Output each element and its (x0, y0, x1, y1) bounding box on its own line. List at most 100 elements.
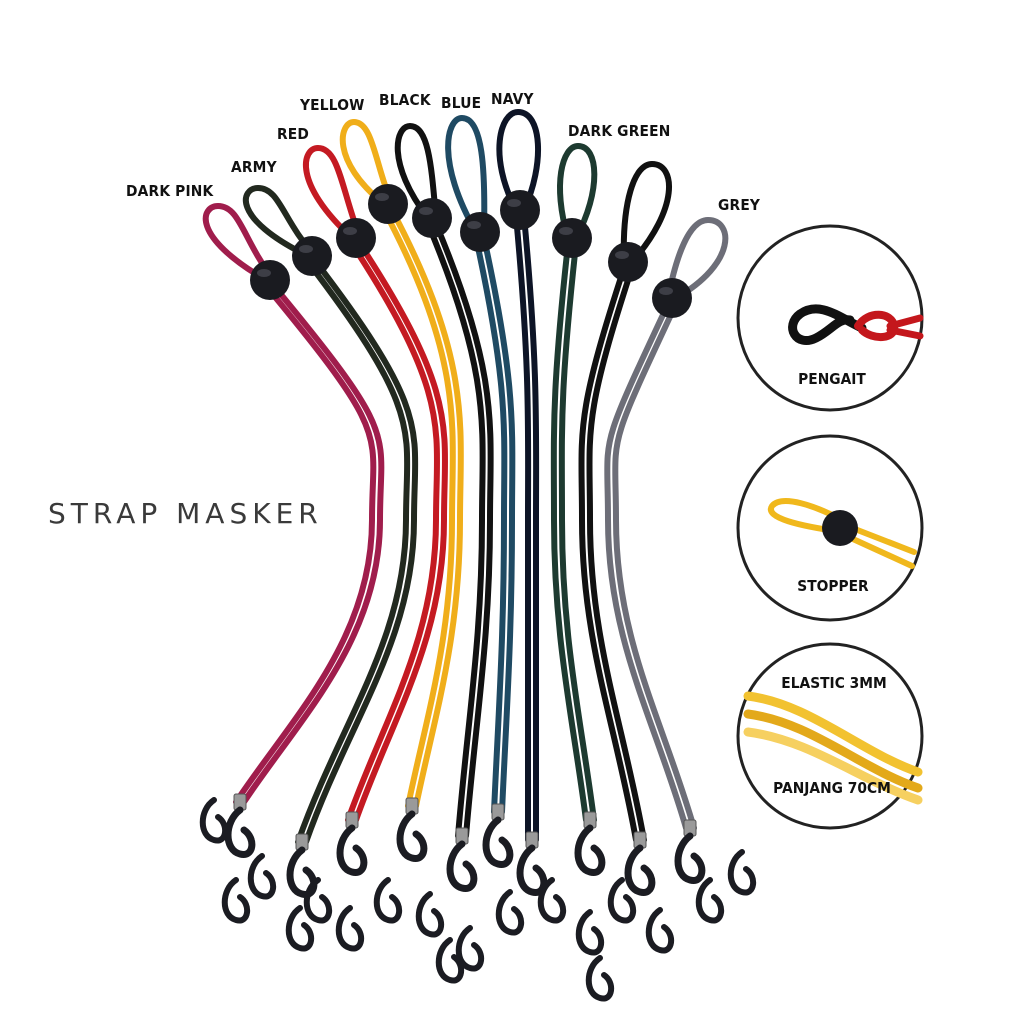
strap-black-8 (578, 160, 672, 896)
elastic-caption: ELASTIC 3MM (781, 674, 887, 692)
strap-cord (473, 235, 508, 815)
hook-icon (221, 877, 250, 924)
hook-icon (788, 304, 867, 345)
hook-icon (435, 937, 464, 984)
strap-stopper-highlight (419, 207, 433, 215)
label-red: RED (277, 125, 310, 143)
hook-detail-badge (736, 224, 924, 412)
hook-icon (285, 905, 314, 952)
strap-hook (574, 824, 606, 876)
strap-stopper (500, 190, 540, 230)
strap-loop (496, 108, 541, 213)
strap-hook (516, 844, 548, 896)
strap-loop (242, 184, 319, 259)
strap-stopper (292, 236, 332, 276)
strap-cord (578, 265, 639, 843)
strap-cord (612, 301, 697, 831)
strap-stopper (336, 218, 376, 258)
strap-cord (381, 207, 456, 809)
elastic-detail-badge (736, 642, 924, 830)
strap-hook (482, 816, 514, 868)
stopper-icon (822, 510, 858, 546)
hook-icon (727, 849, 756, 896)
strap-cord (295, 259, 411, 845)
strap-hook (624, 844, 656, 896)
strap-cord (586, 265, 647, 843)
bottom-hooks-cluster (199, 797, 756, 1002)
strap-hook (336, 824, 368, 876)
hook-icon (455, 925, 484, 972)
strap-black-4 (394, 122, 494, 892)
strap-hook (224, 806, 256, 858)
strap-cord (389, 207, 464, 809)
label-black: BLACK (379, 91, 431, 109)
strap-cord (303, 259, 419, 845)
hook-icon (303, 877, 332, 924)
strap-loop (302, 144, 363, 241)
strap-loop (665, 216, 729, 301)
strap-cord (513, 213, 532, 843)
hook-icon (537, 877, 566, 924)
strap-stopper-highlight (257, 269, 271, 277)
strap-loop (620, 160, 672, 265)
strap-stopper (368, 184, 408, 224)
label-dark-green: DARK GREEN (568, 122, 671, 140)
strap-army-1 (242, 184, 419, 898)
hook-icon (415, 891, 444, 938)
label-army: ARMY (231, 158, 277, 176)
strap-hook (396, 810, 428, 862)
strap-loop (445, 114, 488, 235)
product-title: STRAP MASKER (48, 497, 323, 530)
strap-cord (604, 301, 689, 831)
strap-cord (550, 241, 589, 823)
strap-dark-pink-0 (202, 202, 385, 858)
hook-icon (247, 853, 276, 900)
strap-stopper-highlight (467, 221, 481, 229)
strap-stopper (608, 242, 648, 282)
strap-stopper (250, 260, 290, 300)
label-dark-pink: DARK PINK (126, 182, 214, 200)
strap-cord (481, 235, 516, 815)
strap-hook (446, 840, 478, 892)
hook-icon (585, 955, 614, 1002)
strap-loop (339, 118, 395, 207)
strap-loop (394, 122, 439, 221)
strap-stopper-highlight (659, 287, 673, 295)
strap-cord (558, 241, 597, 823)
yellow-loop-icon (767, 498, 845, 535)
elastic-cord-icon (743, 727, 923, 805)
hook-icon (495, 889, 524, 936)
strap-cord (433, 221, 494, 839)
label-grey: GREY (718, 196, 761, 214)
hook-icon (607, 877, 636, 924)
strap-cord (345, 241, 441, 823)
hook-icon (335, 905, 364, 952)
strap-stopper-highlight (507, 199, 521, 207)
strap-yellow-3 (339, 118, 464, 862)
hook-icon (199, 797, 228, 844)
strap-stopper-highlight (299, 245, 313, 253)
strap-stopper-highlight (375, 193, 389, 201)
hook-icon (373, 877, 402, 924)
elastic-cord-icon (743, 691, 923, 777)
length-caption: PANJANG 70CM (773, 779, 891, 797)
strap-stopper-highlight (559, 227, 573, 235)
strap-navy-6 (496, 108, 548, 896)
label-navy: NAVY (491, 90, 534, 108)
strap-cord (425, 221, 486, 839)
strap-loop (202, 202, 277, 283)
label-yellow: YELLOW (300, 96, 365, 114)
stopper-caption: STOPPER (797, 577, 869, 595)
strap-loop (557, 142, 598, 241)
elastic-cord-icon (743, 709, 923, 793)
strap-cord (521, 213, 540, 843)
strap-dark-green-7 (550, 142, 606, 876)
stopper-detail-badge (736, 434, 924, 622)
strap-cord (353, 241, 449, 823)
strap-hook (286, 846, 318, 898)
straps-group (202, 108, 729, 898)
strap-stopper (460, 212, 500, 252)
strap-blue-5 (445, 114, 516, 868)
